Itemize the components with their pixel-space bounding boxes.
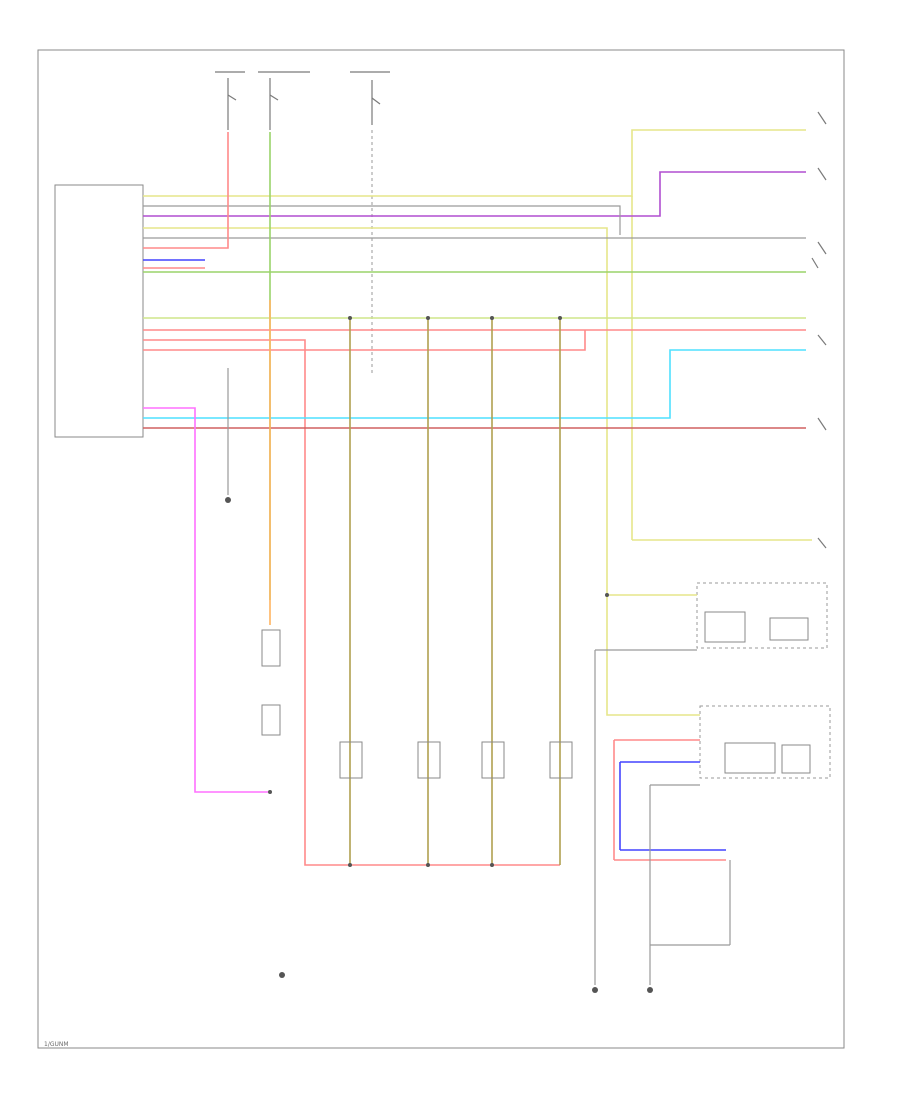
right-switches <box>696 111 831 779</box>
doc-id-label: 1/GUNM <box>44 1041 69 1048</box>
lamp-group <box>261 629 573 779</box>
ground-symbol <box>225 497 653 993</box>
junction-dots <box>268 316 609 867</box>
wire-harness <box>143 129 812 985</box>
diagram-frame <box>37 49 845 1049</box>
body-control-module <box>54 184 144 438</box>
top-fuse-group <box>215 71 390 375</box>
